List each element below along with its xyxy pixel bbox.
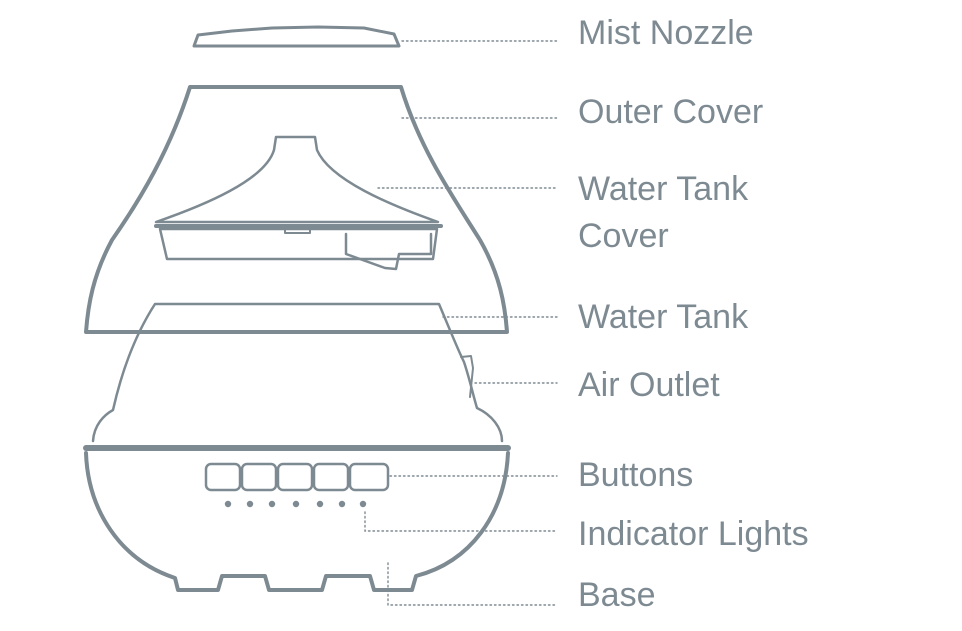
label-water-tank-cover-line2: Cover — [578, 217, 669, 255]
indicator-lights-leader — [364, 511, 558, 532]
label-buttons: Buttons — [578, 456, 694, 494]
water-tank-cover-shape — [154, 135, 443, 271]
label-air-outlet: Air Outlet — [578, 366, 720, 404]
base-leader — [387, 562, 558, 606]
outer-cover-shape — [84, 85, 509, 334]
control-buttons-shape — [204, 462, 390, 492]
label-outer-cover: Outer Cover — [578, 93, 764, 131]
base-shape — [83, 445, 511, 592]
label-water-tank-cover-line1: Water Tank — [578, 170, 749, 208]
label-water-tank: Water Tank — [578, 298, 749, 336]
label-mist-nozzle: Mist Nozzle — [578, 14, 754, 52]
indicator-lights-shape — [224, 500, 367, 508]
water-tank-shape — [91, 302, 504, 443]
mist-nozzle-shape — [192, 25, 401, 48]
label-base: Base — [578, 576, 656, 614]
label-indicator-lights: Indicator Lights — [578, 515, 809, 553]
